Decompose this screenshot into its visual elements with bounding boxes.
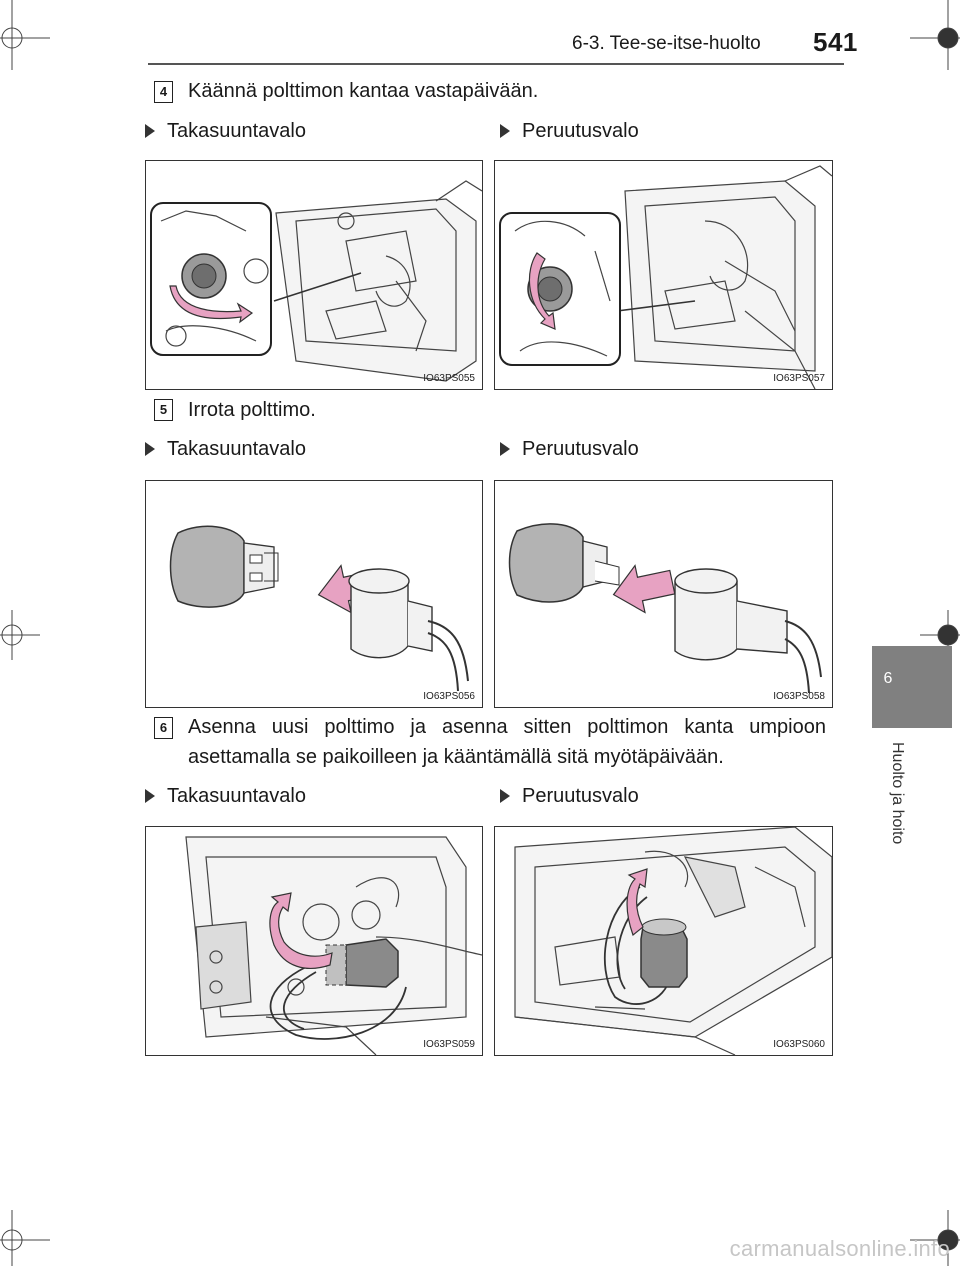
step-number-5: 5 bbox=[154, 399, 173, 421]
rotate-arrow-icon bbox=[169, 285, 254, 324]
label-takasuuntavalo-3: Takasuuntavalo bbox=[145, 785, 306, 808]
watermark: carmanualsonline.info bbox=[729, 1236, 950, 1261]
figure-io63ps060: IO63PS060 bbox=[494, 826, 833, 1056]
label-peruutusvalo-3: Peruutusvalo bbox=[500, 785, 639, 808]
rotate-arrow-icon bbox=[528, 252, 556, 330]
crop-mark-mid-right bbox=[920, 610, 960, 660]
step-text-5: Irrota polttimo. bbox=[188, 399, 316, 421]
label-peruutusvalo-2: Peruutusvalo bbox=[500, 438, 639, 461]
rotate-arrow-icon bbox=[626, 868, 648, 936]
reverse-light-housing-illustration bbox=[499, 165, 832, 389]
figure-code: IO63PS059 bbox=[423, 1039, 475, 1050]
step-number-6: 6 bbox=[154, 717, 173, 739]
step-text-4: Käännä polttimon kantaa vastapäivään. bbox=[188, 80, 539, 102]
tail-light-housing-illustration bbox=[150, 180, 482, 382]
page-number: 541 bbox=[813, 27, 858, 57]
bulb-icon bbox=[508, 523, 584, 603]
label-peruutusvalo-1: Peruutusvalo bbox=[500, 120, 639, 143]
bulb-install-illustration bbox=[514, 827, 832, 1055]
crop-mark-mid-left bbox=[0, 610, 40, 660]
triangle-bullet-icon bbox=[500, 789, 510, 803]
crop-mark-bottom-left bbox=[0, 1210, 50, 1266]
pull-arrow-icon bbox=[612, 564, 676, 614]
chapter-number: 6 bbox=[883, 670, 893, 687]
figure-code: IO63PS060 bbox=[773, 1039, 825, 1050]
figure-io63ps056: IO63PS056 bbox=[145, 480, 483, 708]
rotate-arrow-icon bbox=[269, 892, 333, 969]
bulb-removal-illustration bbox=[169, 525, 469, 692]
triangle-bullet-icon bbox=[145, 124, 155, 138]
figure-io63ps055: IO63PS055 bbox=[145, 160, 483, 390]
label-takasuuntavalo-2: Takasuuntavalo bbox=[145, 438, 306, 461]
figure-io63ps057: IO63PS057 bbox=[494, 160, 833, 390]
figure-io63ps058: IO63PS058 bbox=[494, 480, 833, 708]
step-text-6: Asenna uusi polttimo ja asenna sitten po… bbox=[188, 716, 826, 768]
bulb-icon bbox=[169, 525, 245, 608]
figure-code: IO63PS055 bbox=[423, 373, 475, 384]
bulb-install-illustration bbox=[185, 836, 482, 1055]
figure-code: IO63PS057 bbox=[773, 373, 825, 384]
bulb-removal-illustration bbox=[508, 523, 822, 694]
header-rule bbox=[148, 63, 844, 65]
triangle-bullet-icon bbox=[500, 442, 510, 456]
step-number-4: 4 bbox=[154, 81, 173, 103]
figure-io63ps059: IO63PS059 bbox=[145, 826, 483, 1056]
crop-mark-top-left bbox=[0, 0, 50, 70]
triangle-bullet-icon bbox=[145, 442, 155, 456]
figure-code: IO63PS058 bbox=[773, 691, 825, 702]
triangle-bullet-icon bbox=[500, 124, 510, 138]
chapter-tab: 6 bbox=[872, 646, 952, 728]
chapter-title: Huolto ja hoito bbox=[889, 742, 906, 845]
section-title: 6-3. Tee-se-itse-huolto bbox=[572, 33, 761, 54]
crop-mark-bottom-right bbox=[910, 1210, 960, 1266]
label-takasuuntavalo-1: Takasuuntavalo bbox=[145, 120, 306, 143]
triangle-bullet-icon bbox=[145, 789, 155, 803]
figure-code: IO63PS056 bbox=[423, 691, 475, 702]
crop-mark-top-right bbox=[910, 0, 960, 70]
